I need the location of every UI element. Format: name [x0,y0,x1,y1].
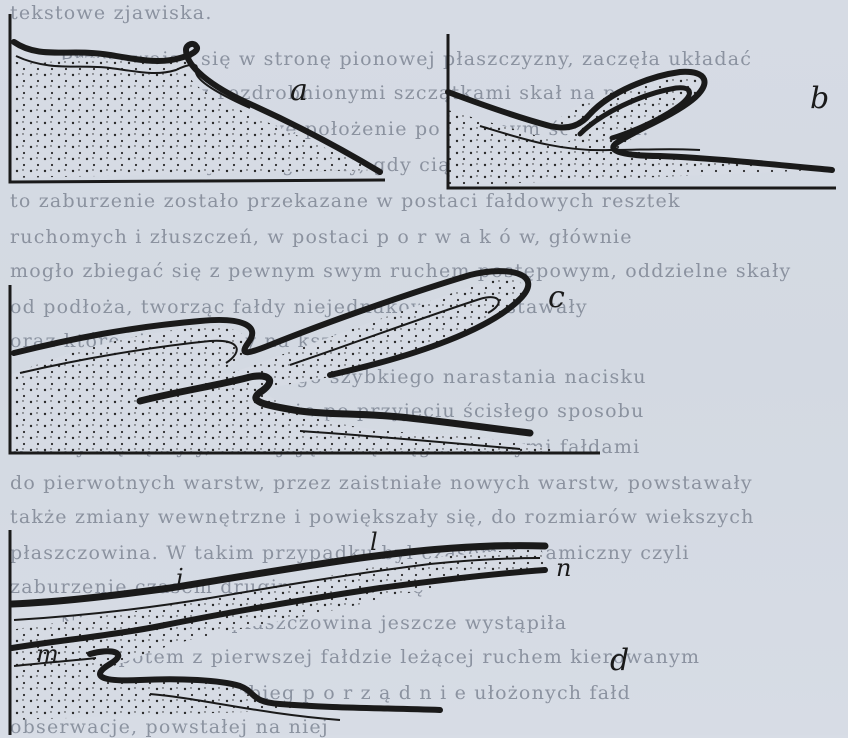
figure-d-label: d [610,643,629,678]
figure-d-sublabel-m: m [36,640,59,668]
figure-c: c [0,255,610,475]
text-line: ruchomych i złuszczeń, w postaci p o r w… [10,226,848,248]
figure-d-sublabel-l: l [370,528,378,556]
figure-d: d m n l i [0,530,848,735]
text-line: także zmiany wewnętrzne i powiększały si… [10,506,848,528]
figure-d-sublabel-i: i [176,564,184,592]
figure-b-label: b [810,81,829,116]
figure-b: b [440,30,848,200]
figure-c-label: c [548,280,565,315]
text-line: do pierwotnych warstw, przez zaistniałe … [10,472,848,494]
figure-a-label: a [290,73,308,108]
figure-d-sublabel-n: n [556,554,571,582]
figure-a: a [0,0,440,200]
